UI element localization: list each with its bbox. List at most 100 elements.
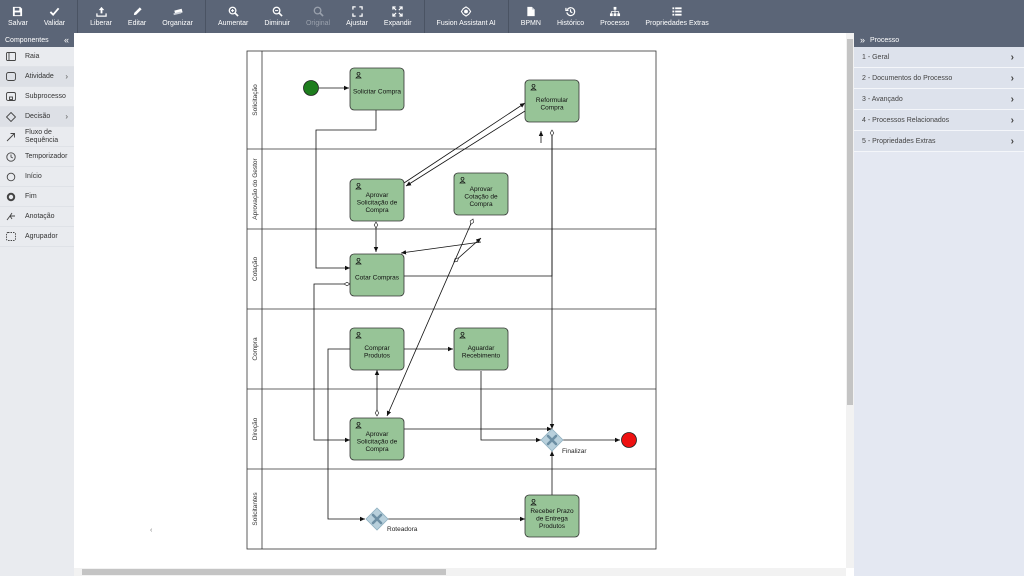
task-label: Cotar Compras [355, 275, 400, 282]
component-agrupador[interactable]: Agrupador [0, 227, 74, 247]
task-box[interactable] [349, 253, 405, 297]
toolbar-validar-button[interactable]: Validar [36, 0, 73, 33]
chevron-right-icon: › [1010, 93, 1014, 105]
annotation-icon [6, 212, 16, 222]
toolbar-bpmn-button[interactable]: BPMN [513, 0, 549, 33]
task-box[interactable] [524, 494, 580, 538]
toolbar-salvar-button[interactable]: Salvar [0, 0, 36, 33]
task-box[interactable] [453, 327, 509, 371]
upload-icon [95, 6, 107, 17]
toolbar-propriedades-extras-button[interactable]: Propriedades Extras [637, 0, 716, 33]
user-icon [530, 498, 537, 506]
component-fluxo-de-sequencia[interactable]: Fluxo de Sequência [0, 127, 74, 147]
flow [403, 102, 526, 184]
task-box[interactable] [349, 178, 405, 222]
properties-section[interactable]: 4 - Processos Relacionados› [854, 110, 1024, 131]
toolbar-separator [507, 0, 509, 33]
zoom-in-icon [227, 6, 239, 17]
lane-label: Direção [252, 417, 259, 440]
task-t1[interactable]: Solicitar Compra [349, 67, 405, 111]
toolbar-processo-button[interactable]: Processo [592, 0, 637, 33]
component-temporizador[interactable]: Temporizador [0, 147, 74, 167]
toolbar-button-label: Diminuir [264, 20, 290, 27]
task-box[interactable] [349, 417, 405, 461]
component-label: Fluxo de Sequência [25, 128, 59, 144]
task-box[interactable] [349, 327, 405, 371]
task-box[interactable] [453, 172, 509, 216]
toolbar-aumentar-button[interactable]: Aumentar [210, 0, 256, 33]
task-box[interactable] [524, 79, 580, 123]
list-icon [671, 6, 683, 17]
vertical-scrollbar[interactable] [846, 33, 854, 568]
toolbar-button-label: Editar [127, 20, 147, 27]
task-label: Aprovar [470, 186, 494, 193]
start-event[interactable] [303, 80, 319, 96]
collapse-left-panel-button[interactable]: « [63, 35, 69, 45]
toolbar-expandir-button[interactable]: Expandir [376, 0, 420, 33]
component-label: Anotação [25, 212, 55, 220]
end-event[interactable] [621, 432, 637, 448]
component-inicio[interactable]: Início [0, 167, 74, 187]
toolbar-organizar-button[interactable]: Organizar [154, 0, 201, 33]
toolbar-button-label: Liberar [90, 20, 112, 27]
gateway-roteadora[interactable] [365, 507, 389, 531]
horizontal-scrollbar[interactable] [74, 568, 846, 576]
task-label: Aguardar [468, 345, 496, 352]
user-icon [355, 421, 362, 429]
properties-section[interactable]: 2 - Documentos do Processo› [854, 68, 1024, 89]
x-icon [371, 513, 383, 525]
gateway-label: Roteadora [387, 526, 418, 533]
toolbar-ajustar-button[interactable]: Ajustar [338, 0, 376, 33]
left-panel-handle[interactable]: ‹ [150, 527, 153, 534]
component-label: Início [25, 172, 42, 180]
task-label: Receber Prazo [530, 508, 574, 515]
component-raia[interactable]: Raia [0, 47, 74, 67]
subprocess-icon [6, 92, 16, 102]
lane-label: Aprovação do Gestor [252, 157, 259, 219]
properties-section[interactable]: 5 - Propriedades Extras› [854, 131, 1024, 152]
properties-section[interactable]: 1 - Geral› [854, 47, 1024, 68]
expand-icon [392, 6, 404, 17]
toolbar-button-label: Processo [600, 20, 630, 27]
toolbar-hist-rico-button[interactable]: Histórico [549, 0, 592, 33]
task-label: Produtos [539, 523, 566, 530]
task-label: Cotação de [464, 194, 498, 201]
chevron-right-icon: › [65, 72, 68, 81]
toolbar-diminuir-button[interactable]: Diminuir [256, 0, 298, 33]
components-panel-header: Componentes « [0, 33, 74, 47]
component-anotacao[interactable]: Anotação [0, 207, 74, 227]
toolbar-editar-button[interactable]: Editar [120, 0, 154, 33]
diagram-canvas[interactable]: Solicitação Aprovação do Gestor Cotação … [74, 33, 854, 576]
x-icon [546, 434, 558, 446]
component-fim[interactable]: Fim [0, 187, 74, 207]
lane-label: Cotação [252, 257, 259, 282]
bpmn-diagram[interactable]: Solicitação Aprovação do Gestor Cotação … [74, 33, 854, 576]
toolbar-button-label: Histórico [556, 20, 585, 27]
component-subprocesso[interactable]: Subprocesso [0, 87, 74, 107]
horizontal-scroll-thumb[interactable] [82, 569, 446, 575]
expand-right-panel-button[interactable]: » [860, 35, 866, 45]
component-atividade[interactable]: Atividade› [0, 67, 74, 87]
component-decisao[interactable]: Decisão› [0, 107, 74, 127]
lane-label: Solicitantes [252, 492, 259, 526]
component-label: Decisão [25, 112, 51, 120]
pencil-icon [131, 6, 143, 17]
gateway-finalizar[interactable] [540, 428, 564, 452]
vertical-scroll-thumb[interactable] [847, 39, 853, 405]
toolbar-fusion-assistant-ai-button[interactable]: Fusion Assistant AI [429, 0, 504, 33]
toolbar-liberar-button[interactable]: Liberar [82, 0, 120, 33]
task-t5[interactable]: Cotar Compras [349, 253, 405, 297]
pool[interactable] [246, 50, 657, 550]
task-box[interactable] [349, 67, 405, 111]
toolbar-separator [423, 0, 425, 33]
properties-section[interactable]: 3 - Avançado› [854, 89, 1024, 110]
